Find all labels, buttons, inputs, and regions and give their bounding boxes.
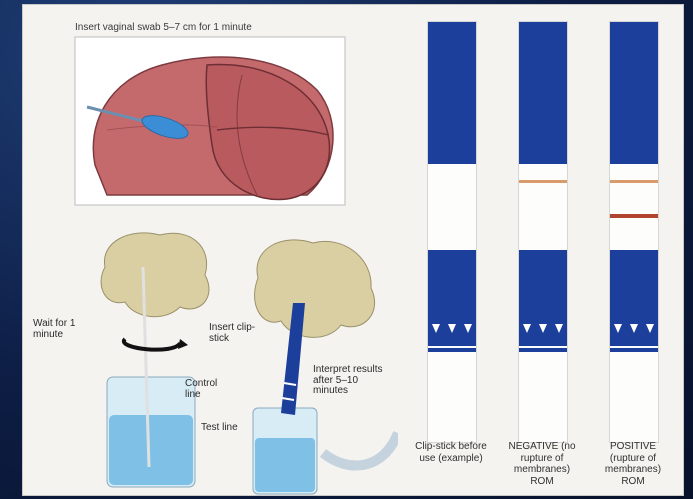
test-line-label: Test line: [201, 423, 241, 434]
flow-arrow-icon: [614, 324, 622, 333]
flow-arrow-icon: [539, 324, 547, 333]
clip-stick-negative: [518, 21, 568, 443]
strip-label-unused: Clip-stick before use (example): [414, 441, 488, 464]
flow-arrow-icon: [523, 324, 531, 333]
control-line-band: [610, 180, 658, 183]
figure-panel: Insert vaginal swab 5–7 cm for 1 minute …: [22, 4, 684, 496]
wait-instruction: Wait for 1 minute: [33, 319, 95, 340]
swab-instruction: Insert vaginal swab 5–7 cm for 1 minute: [75, 23, 252, 34]
anatomy-illustration: [67, 35, 357, 210]
strip-label-negative: NEGATIVE (no rupture of membranes) ROM: [505, 441, 579, 487]
flow-arrow-icon: [448, 324, 456, 333]
flow-arrow-icon: [432, 324, 440, 333]
interpret-instruction: Interpret results after 5–10 minutes: [313, 365, 383, 397]
clip-stick-unused: [427, 21, 477, 443]
insert-instruction: Insert clip-stick: [209, 323, 267, 344]
strip-label-positive: POSITIVE (rupture of membranes) ROM: [596, 441, 670, 487]
control-line-band: [519, 180, 567, 183]
flow-arrow-icon: [646, 324, 654, 333]
control-line-label: Control line: [185, 379, 231, 400]
flow-arrow-icon: [464, 324, 472, 333]
flow-arrow-icon: [555, 324, 563, 333]
clip-stick-positive: [609, 21, 659, 443]
swab-in-vial: [85, 227, 225, 497]
flow-arrow-icon: [630, 324, 638, 333]
test-line-band: [610, 214, 658, 218]
